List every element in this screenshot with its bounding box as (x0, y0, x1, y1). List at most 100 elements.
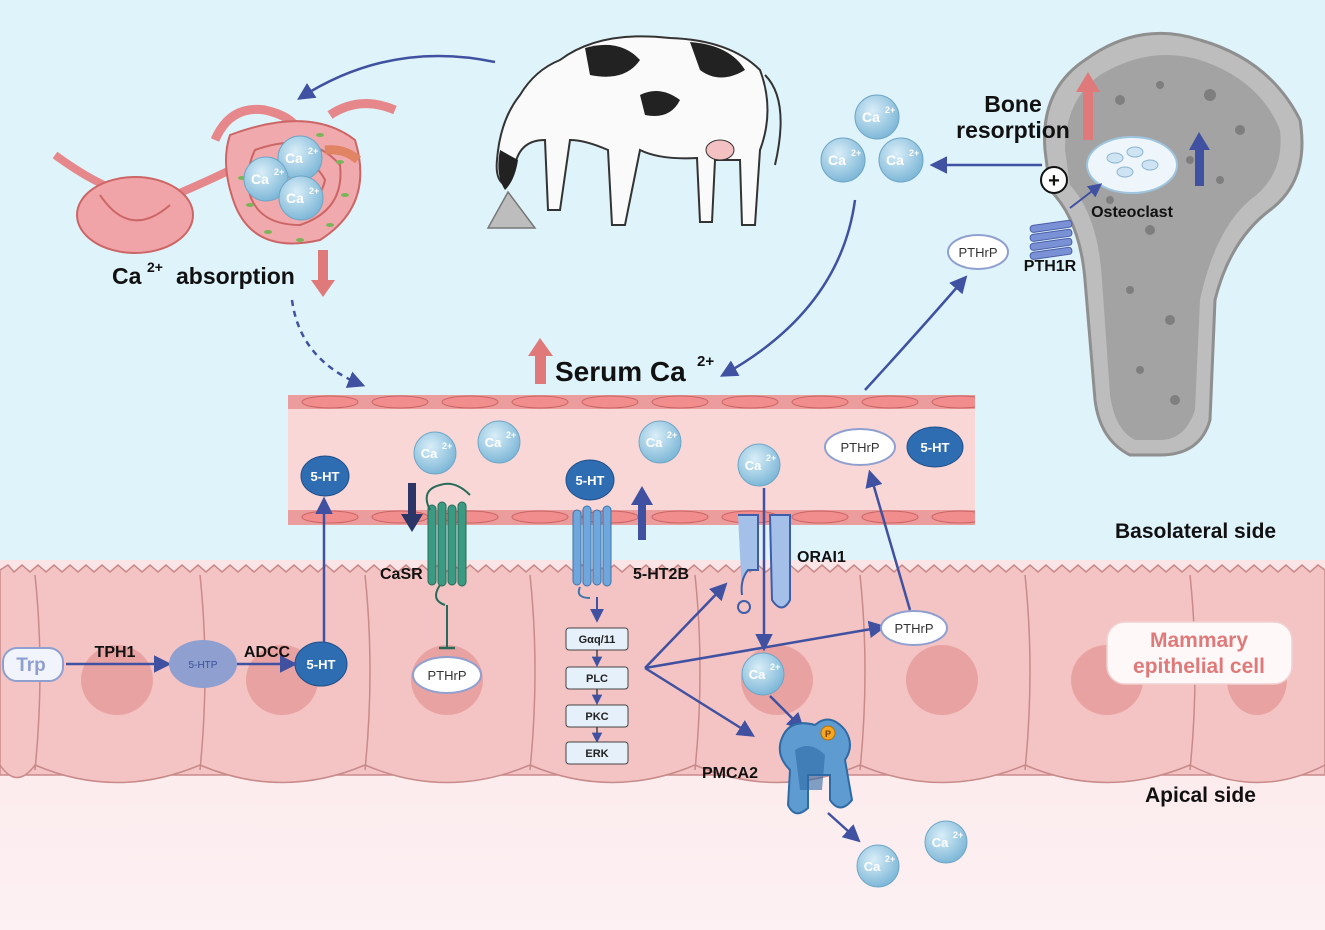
svg-text:2+: 2+ (308, 146, 318, 156)
down-arrow-red (318, 250, 328, 282)
svg-text:Ca: Ca (745, 458, 762, 473)
cascade-to-orai1-arrow (644, 582, 728, 669)
htp-oval (169, 640, 237, 688)
resorption-label: resorption (956, 117, 1070, 143)
pthrp-bone-label: PTHrP (959, 245, 998, 260)
pthrp-cell2-oval (880, 610, 948, 646)
basolateral-label: Basolateral side (1115, 520, 1276, 543)
serotonin-circle: 5-HT (565, 459, 615, 501)
ca-ion: Ca 2+ (924, 820, 968, 864)
ca-ion: Ca 2+ (278, 175, 324, 221)
apical-label: Apical side (1145, 784, 1256, 807)
svg-text:2+: 2+ (766, 453, 776, 463)
gut-icon (52, 99, 397, 254)
pth1r-receptor-icon (1029, 219, 1073, 260)
absorption-to-blood-arrow (290, 299, 366, 388)
casr-receptor-icon (425, 482, 471, 606)
ca-efflux-arrow (827, 812, 861, 843)
pthrp-secretion-arrow (865, 469, 912, 611)
svg-text:Ca: Ca (421, 446, 438, 461)
osteoclast-label: Osteoclast (1091, 204, 1173, 221)
svg-text:5-HT: 5-HT (311, 469, 340, 484)
adcc-label: ADCC (244, 644, 291, 661)
ca-to-pmca2-arrow (769, 695, 805, 731)
pthrp-cell-label: PTHrP (428, 668, 467, 683)
pathway-gaq: Gαq/11 (579, 634, 616, 646)
plus-label: + (1048, 170, 1060, 192)
svg-text:Ca: Ca (749, 667, 766, 682)
mammary-label: Mammary (1150, 629, 1248, 652)
svg-text:2+: 2+ (667, 430, 677, 440)
svg-text:Ca: Ca (886, 152, 904, 168)
pthrp-cell2-label: PTHrP (895, 621, 934, 636)
pathway-plc: PLC (586, 673, 608, 685)
epithelial-cell-label: epithelial cell (1133, 655, 1265, 678)
svg-text:Ca: Ca (932, 835, 949, 850)
ca-absorption-ca: Ca (112, 263, 142, 289)
svg-text:Ca: Ca (862, 109, 880, 125)
orai1-label: ORAI1 (797, 549, 846, 566)
trp-box (2, 647, 64, 682)
svg-text:2+: 2+ (309, 186, 319, 196)
cascade-to-pmca2-arrow (644, 666, 755, 737)
pthrp-blood-oval (824, 428, 896, 466)
ca-ion: Ca 2+ (413, 431, 457, 475)
cow-to-gut-arrow (297, 54, 496, 100)
svg-text:2+: 2+ (274, 167, 284, 177)
bone-ca-to-serum-arrow (719, 199, 857, 377)
absorption-label: absorption (176, 263, 295, 289)
ht2b-up-arrow (638, 502, 646, 540)
svg-text:5-HT: 5-HT (576, 473, 605, 488)
svg-text:2+: 2+ (953, 830, 963, 840)
pmca2-label: PMCA2 (702, 765, 758, 782)
serotonin-circle: 5-HT (300, 455, 350, 497)
svg-text:Ca: Ca (864, 859, 881, 874)
phosphate-icon (820, 725, 836, 741)
pmca2-pump-icon (778, 718, 854, 815)
phosphate-label: P (825, 729, 831, 739)
svg-text:Ca: Ca (286, 190, 304, 206)
casr-label: CaSR (380, 566, 423, 583)
ht2b-receptor-icon (572, 505, 612, 599)
htp-label: 5-HTP (189, 660, 218, 671)
svg-text:2+: 2+ (506, 430, 516, 440)
nucleus-group (81, 645, 1287, 715)
ca-absorption-charge: 2+ (147, 259, 163, 275)
pathway-erk: ERK (585, 748, 608, 760)
mammary-label-box (1106, 621, 1293, 685)
svg-text:5-HT: 5-HT (307, 657, 336, 672)
pth1r-label: PTH1R (1024, 258, 1077, 275)
svg-text:Ca: Ca (251, 171, 269, 187)
serotonin-circle: 5-HT (906, 426, 964, 468)
serum-ca-charge: 2+ (697, 353, 714, 370)
svg-text:2+: 2+ (885, 105, 895, 115)
svg-text:5-HT: 5-HT (921, 440, 950, 455)
svg-text:2+: 2+ (885, 854, 895, 864)
ca-ion: Ca 2+ (856, 844, 900, 888)
tph1-label: TPH1 (95, 644, 136, 661)
serum-ca-label: Serum Ca (555, 356, 686, 387)
svg-text:2+: 2+ (442, 441, 452, 451)
pathway-pkc: PKC (585, 711, 608, 723)
orai1-channel-icon (737, 514, 791, 614)
serum-up-arrow (535, 352, 546, 384)
ht2b-label: 5-HT2B (633, 566, 689, 583)
ca-ion: Ca 2+ (854, 94, 900, 140)
svg-text:2+: 2+ (770, 662, 780, 672)
pth1r-to-osteoclast-arrow (1069, 183, 1103, 209)
svg-text:Ca: Ca (285, 150, 303, 166)
svg-text:Ca: Ca (485, 435, 502, 450)
pthrp-bone-oval (947, 234, 1009, 270)
svg-text:Ca: Ca (828, 152, 846, 168)
cow-icon (495, 35, 782, 226)
ca-ion: Ca 2+ (737, 443, 781, 487)
osteoclast-icon (1086, 136, 1178, 194)
signaling-cascade: Gαq/11 PLC PKC ERK (565, 627, 629, 765)
